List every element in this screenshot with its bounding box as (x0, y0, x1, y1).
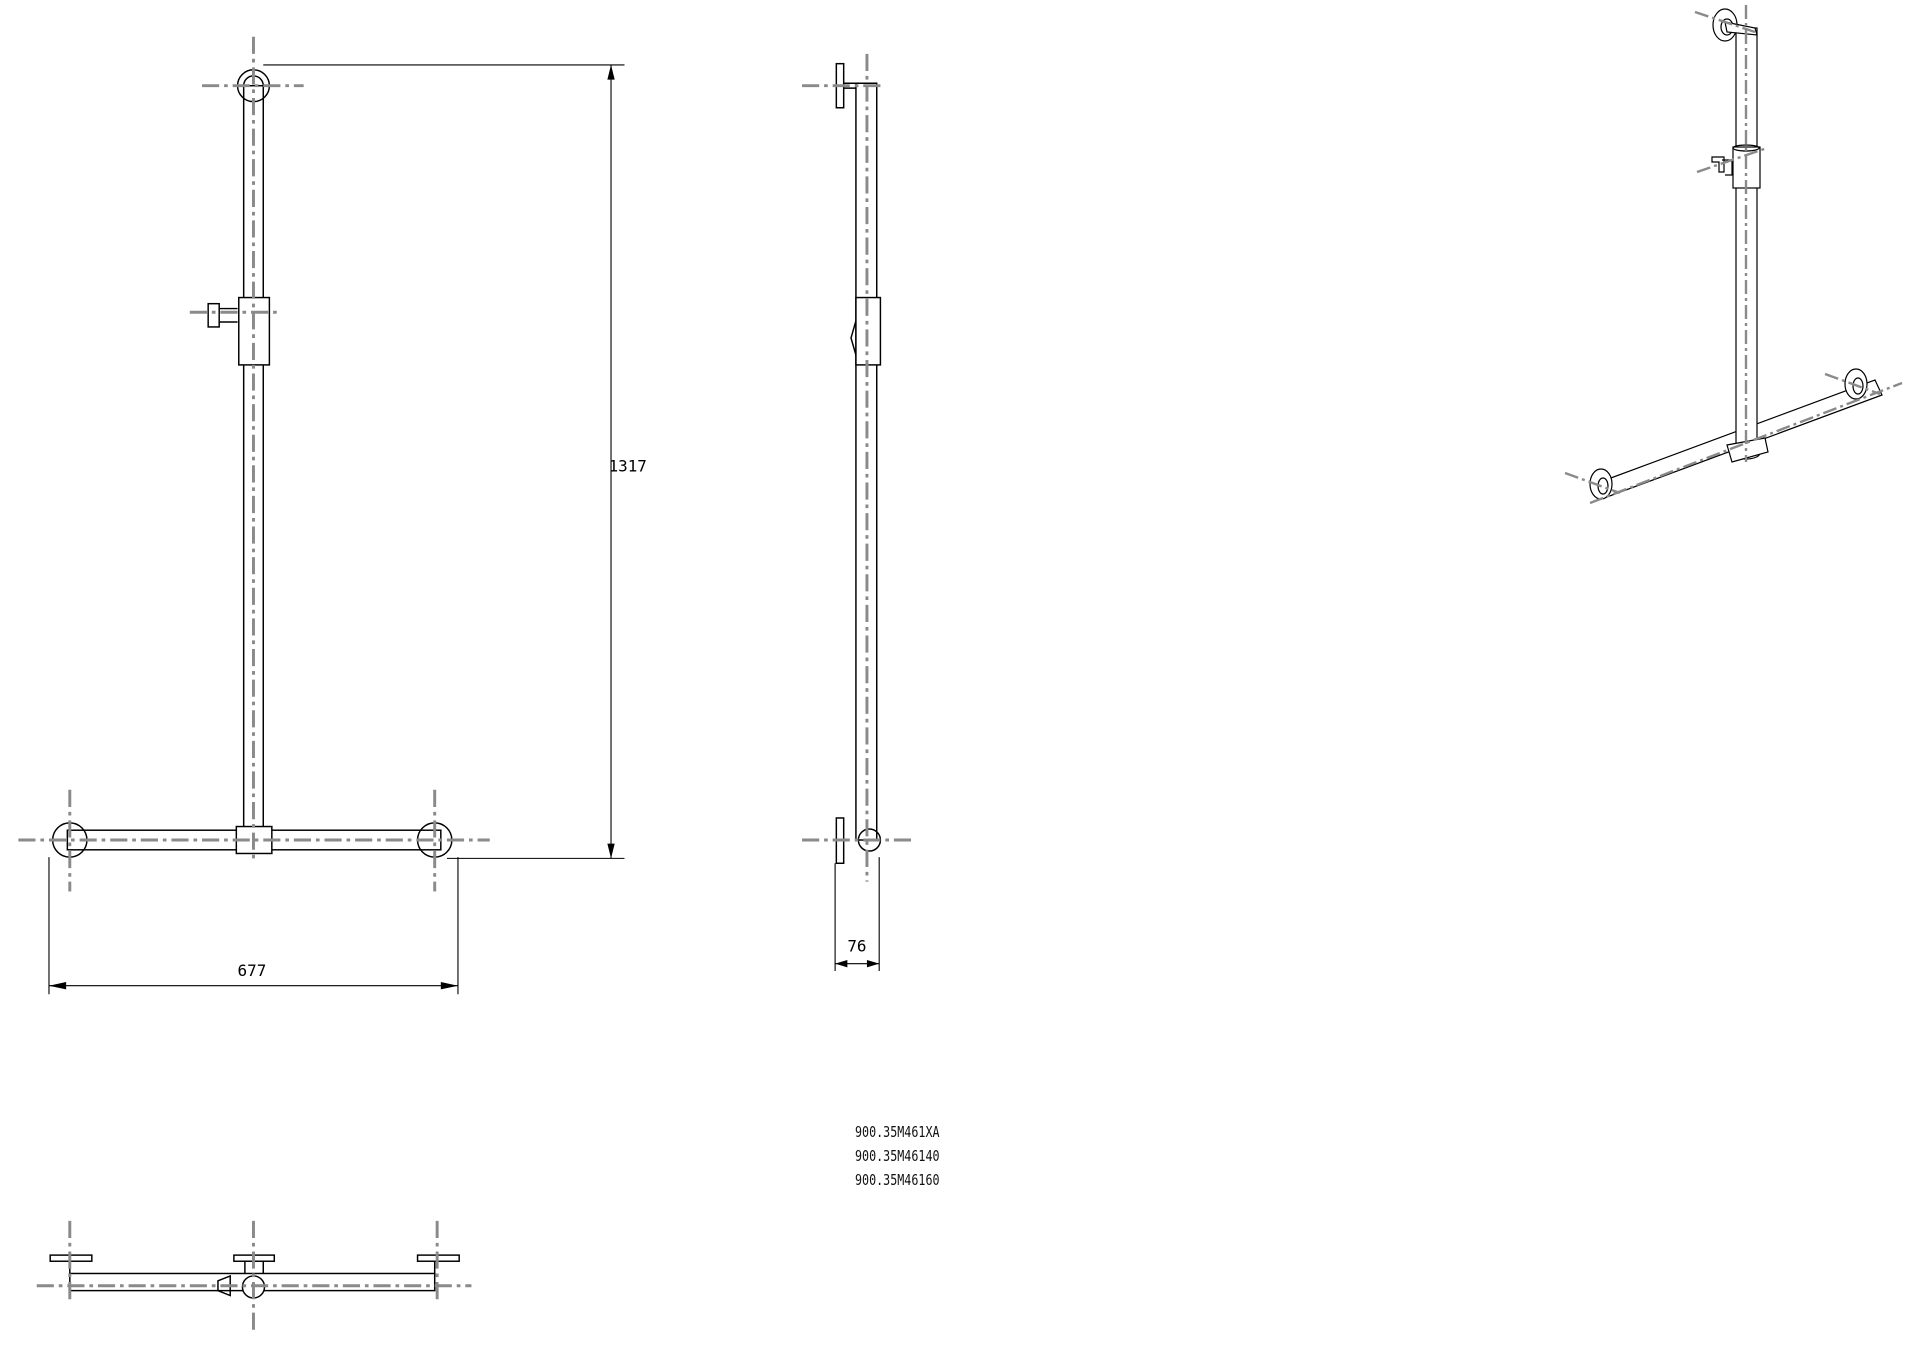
side-view: 76 (802, 53, 914, 972)
width-dimension: 677 (238, 961, 267, 980)
isometric-view (1564, 5, 1903, 505)
part-number: 900.35M461XA (855, 1123, 940, 1141)
iso-hand-shower-holder (1711, 156, 1725, 173)
part-number: 900.35M46160 (855, 1171, 940, 1189)
part-number-list: 900.35M461XA 900.35M46140 900.35M46160 (855, 1120, 940, 1192)
iso-junction (1726, 437, 1769, 463)
depth-dimension: 76 (847, 936, 866, 955)
plan-view (36, 1220, 472, 1335)
front-view: 1317 677 (18, 36, 647, 995)
clamp-knob (207, 302, 220, 328)
height-dimension: 1317 (609, 456, 647, 475)
part-number: 900.35M46140 (855, 1147, 940, 1165)
